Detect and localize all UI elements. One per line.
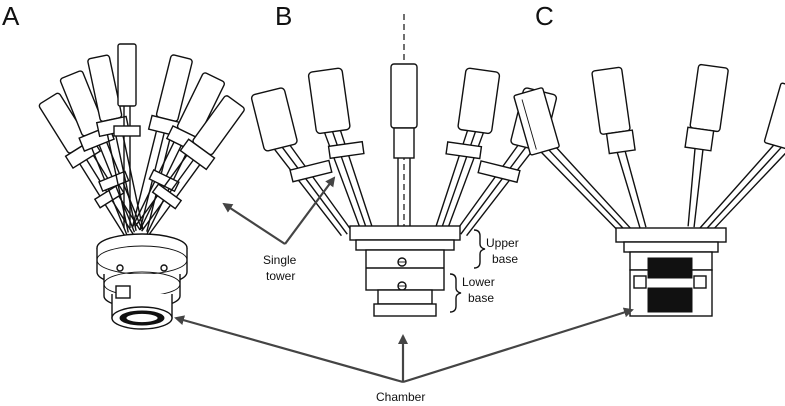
lower-base-label-line2: base	[468, 291, 494, 305]
device-cross-section	[513, 63, 785, 317]
chamber-annotation: Chamber	[174, 307, 634, 404]
single-tower-arrow-a	[222, 202, 286, 245]
chamber-arrow-a	[174, 315, 404, 384]
upper-base-brace	[473, 229, 486, 269]
single-tower-annotation: Single tower	[222, 176, 336, 283]
device-perspective-view	[38, 43, 245, 330]
chamber-b	[373, 289, 437, 317]
upper-base-b	[349, 225, 461, 251]
tower-group-left-c	[513, 66, 647, 235]
panel-label-a: A	[2, 1, 20, 31]
tower-center-b	[390, 63, 418, 226]
chamber-label: Chamber	[376, 390, 425, 404]
chamber-a	[111, 285, 173, 330]
tower-group-left-b	[250, 67, 373, 237]
lower-base-b	[365, 249, 445, 291]
upper-base-label-line2: base	[492, 252, 518, 266]
panel-label-b: B	[275, 1, 292, 31]
single-tower-arrow-b	[284, 176, 336, 245]
chamber-c	[629, 257, 713, 317]
single-tower-label-line1: Single	[263, 253, 297, 267]
lower-base-brace	[449, 273, 462, 313]
tower-fan-a	[38, 43, 245, 239]
tower-group-right-c	[684, 63, 785, 232]
lower-base-label-line1: Lower	[462, 275, 495, 289]
panel-label-c: C	[535, 1, 554, 31]
device-side-view	[250, 14, 558, 317]
chamber-arrow-c	[402, 307, 634, 384]
upper-base-label-line1: Upper	[486, 236, 519, 250]
single-tower-label-line2: tower	[266, 269, 295, 283]
